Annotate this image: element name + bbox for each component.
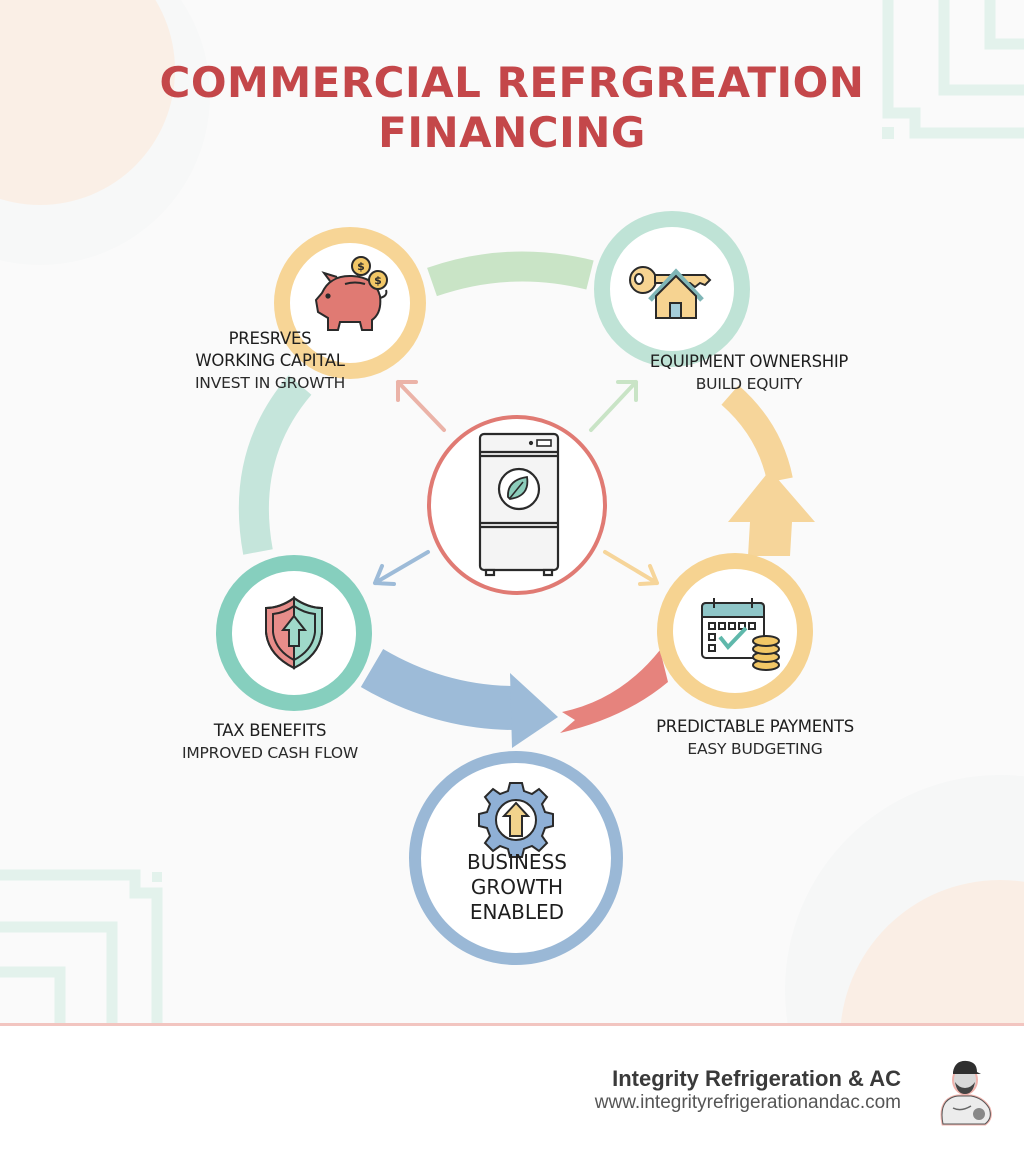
node-title-line2: WORKING CAPITAL <box>195 351 345 370</box>
shield-up-arrow-icon <box>265 596 323 670</box>
flow-arc-green <box>427 251 594 297</box>
page-title: COMMERCIAL REFRGREATION FINANCING <box>159 58 865 157</box>
outcome-line2: GROWTH <box>470 875 564 899</box>
node-title: TAX BENEFITS <box>213 721 327 740</box>
node-subtitle: INVEST IN GROWTH <box>194 374 346 392</box>
flow-arc-blue <box>360 648 516 730</box>
node-label-working-capital: PRESRVES WORKING CAPITAL INVEST IN GROWT… <box>170 328 370 394</box>
node-subtitle: IMPROVED CASH FLOW <box>181 744 359 762</box>
node-label-predictable-payments: PREDICTABLE PAYMENTS EASY BUDGETING <box>630 716 880 760</box>
outcome-label-business-growth: BUSINESS GROWTH ENABLED <box>417 850 617 925</box>
technician-avatar-icon <box>940 1060 992 1126</box>
node-subtitle: EASY BUDGETING <box>687 740 823 758</box>
node-label-equipment-ownership: EQUIPMENT OWNERSHIP BUILD EQUITY <box>624 351 874 395</box>
company-url[interactable]: www.integrityrefrigerationandac.com <box>594 1092 901 1113</box>
radial-arrow-to-capital <box>396 380 446 432</box>
flow-arc-red <box>560 650 668 733</box>
calendar-check-coins-icon <box>701 598 780 671</box>
refrigerator-with-leaf-icon <box>478 432 560 577</box>
brand-block: Integrity Refrigeration & AC www.integri… <box>595 1066 901 1114</box>
node-title: EQUIPMENT OWNERSHIP <box>649 352 849 371</box>
footer: Integrity Refrigeration & AC www.integri… <box>0 1026 1024 1154</box>
radial-arrow-to-tax <box>373 550 430 586</box>
company-name: Integrity Refrigeration & AC <box>612 1066 901 1091</box>
svg-text:$: $ <box>374 274 382 287</box>
gear-up-arrow-icon <box>478 782 554 858</box>
svg-text:$: $ <box>357 260 365 273</box>
infographic-canvas: COMMERCIAL REFRGREATION FINANCING <box>0 0 1024 1026</box>
flow-arc-teal <box>238 375 312 555</box>
flow-arrowhead-orange <box>728 470 815 556</box>
node-title-line1: PRESRVES <box>228 329 312 348</box>
piggy-bank-with-coins-icon <box>314 256 388 331</box>
outcome-line3: ENABLED <box>469 900 565 924</box>
node-subtitle: BUILD EQUITY <box>695 375 803 393</box>
radial-arrow-to-ownership <box>589 380 638 432</box>
financing-cycle-diagram: $ $ <box>216 211 815 965</box>
flow-arrowhead-blue <box>510 673 558 748</box>
radial-arrow-to-payments <box>603 550 659 586</box>
outcome-line1: BUSINESS <box>467 850 567 874</box>
house-with-key-icon <box>629 266 712 319</box>
footer-divider <box>0 1023 1024 1026</box>
node-label-tax-benefits: TAX BENEFITS IMPROVED CASH FLOW <box>145 720 395 764</box>
node-title: PREDICTABLE PAYMENTS <box>656 717 854 736</box>
flow-arc-orange <box>721 385 793 483</box>
